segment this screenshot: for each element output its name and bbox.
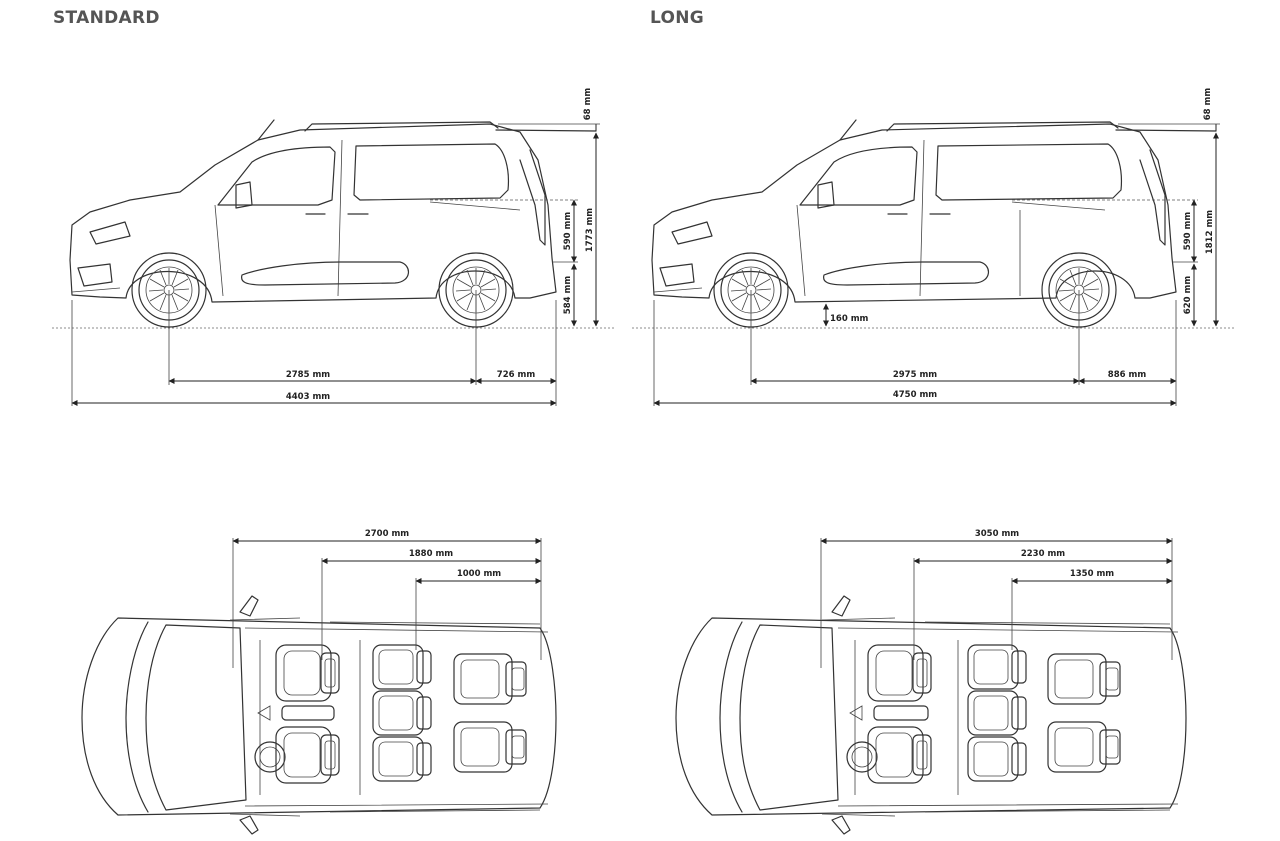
standard-upper-height-label: 590 mm (563, 212, 573, 251)
long-wheelbase-label: 2975 mm (893, 370, 937, 380)
long-ground-clearance-label: 160 mm (830, 314, 869, 324)
long-top-dim-3: 1350 mm (1070, 569, 1114, 579)
standard-top-dim-3: 1000 mm (457, 569, 501, 579)
long-top-dim-1: 3050 mm (975, 529, 1019, 539)
long-lower-height-label: 620 mm (1183, 276, 1193, 315)
standard-top-view: 2700 mm 1880 mm 1000 mm (81, 529, 557, 835)
standard-title: STANDARD (53, 8, 160, 28)
standard-length-label: 4403 mm (286, 392, 330, 402)
long-side-view: 2975 mm 886 mm 4750 mm 160 mm 590 mm 620… (632, 88, 1235, 406)
standard-top-dim-1: 2700 mm (365, 529, 409, 539)
standard-rear-overhang-label: 726 mm (497, 370, 536, 380)
standard-top-dim-2: 1880 mm (409, 549, 453, 559)
long-total-height-label: 1812 mm (1205, 210, 1215, 254)
standard-side-view: 2785 mm 726 mm 4403 mm 590 mm 584 mm 177… (52, 88, 615, 406)
long-upper-height-label: 590 mm (1183, 212, 1193, 251)
standard-total-height-label: 1773 mm (585, 208, 595, 252)
standard-wheelbase-label: 2785 mm (286, 370, 330, 380)
long-length-label: 4750 mm (893, 390, 937, 400)
standard-roof-rail-label: 68 mm (583, 88, 593, 121)
long-rear-overhang-label: 886 mm (1108, 370, 1147, 380)
standard-lower-height-label: 584 mm (563, 276, 573, 315)
long-title: LONG (650, 8, 705, 28)
long-top-dim-2: 2230 mm (1021, 549, 1065, 559)
long-top-view: 3050 mm 2230 mm 1350 mm (675, 529, 1187, 835)
long-roof-rail-label: 68 mm (1203, 88, 1213, 121)
